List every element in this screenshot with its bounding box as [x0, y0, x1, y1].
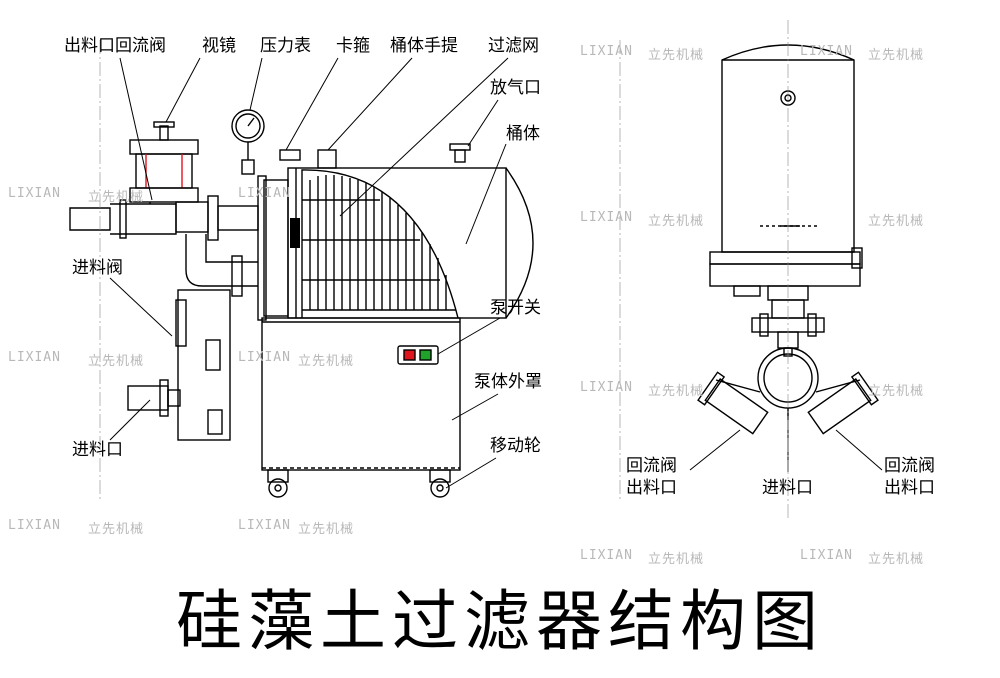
front-view: [689, 44, 883, 472]
watermark: 立先机械: [868, 552, 925, 567]
label-clamp: 卡箍: [336, 36, 370, 56]
watermark: LIXIAN: [800, 44, 853, 59]
label-vent: 放气口: [490, 78, 541, 98]
pump-cover: [261, 317, 461, 471]
watermark: 立先机械: [298, 522, 355, 537]
watermark: 立先机械: [88, 522, 145, 537]
watermark: LIXIAN: [238, 186, 291, 201]
label-front-right-return: 回流阀: [884, 456, 935, 476]
watermark: 立先机械: [648, 48, 705, 63]
label-wheel: 移动轮: [490, 436, 541, 456]
watermark: LIXIAN: [8, 186, 61, 201]
watermark: 立先机械: [298, 354, 355, 369]
inlet-pipe: [127, 234, 258, 441]
label-front-left-outlet: 出料口: [626, 478, 677, 498]
label-pressure-gauge: 压力表: [260, 36, 311, 56]
watermark: 立先机械: [88, 190, 145, 205]
diagram-title: 硅藻土过滤器结构图: [176, 583, 824, 660]
label-barrel-handle: 桶体手提: [390, 36, 458, 56]
label-pump-switch: 泵开关: [490, 298, 541, 318]
watermark: 立先机械: [88, 354, 145, 369]
barrel: [257, 143, 534, 321]
label-front-center-inlet: 进料口: [762, 478, 813, 498]
label-inlet-valve: 进料阀: [72, 258, 123, 278]
label-barrel: 桶体: [506, 124, 540, 144]
watermark: 立先机械: [868, 214, 925, 229]
sight-glass: [129, 121, 199, 203]
watermark: LIXIAN: [800, 548, 853, 563]
pump-switch-box: [397, 345, 439, 365]
watermark: LIXIAN: [238, 350, 291, 365]
wheel-left: [267, 469, 289, 498]
watermark: LIXIAN: [580, 210, 633, 225]
watermark: LIXIAN: [238, 518, 291, 533]
wheel-right: [429, 469, 451, 498]
label-front-right-outlet: 出料口: [884, 478, 935, 498]
outlet-pipe: [69, 195, 259, 241]
label-outlet-return-valve: 出料口回流阀: [64, 36, 166, 56]
label-filter-mesh: 过滤网: [488, 36, 539, 56]
label-pump-cover: 泵体外罩: [474, 372, 542, 392]
side-view: [69, 57, 534, 498]
label-sight-glass: 视镜: [202, 36, 236, 56]
label-front-left-return: 回流阀: [626, 456, 677, 476]
label-inlet: 进料口: [72, 440, 123, 460]
watermark: 立先机械: [648, 552, 705, 567]
watermark: 立先机械: [648, 214, 705, 229]
watermark: LIXIAN: [580, 44, 633, 59]
watermark: LIXIAN: [580, 548, 633, 563]
watermark: 立先机械: [648, 384, 705, 399]
watermark: LIXIAN: [8, 518, 61, 533]
watermark: 立先机械: [868, 48, 925, 63]
watermark: 立先机械: [868, 384, 925, 399]
watermark: LIXIAN: [580, 380, 633, 395]
watermark: LIXIAN: [8, 350, 61, 365]
pressure-gauge: [231, 109, 265, 175]
